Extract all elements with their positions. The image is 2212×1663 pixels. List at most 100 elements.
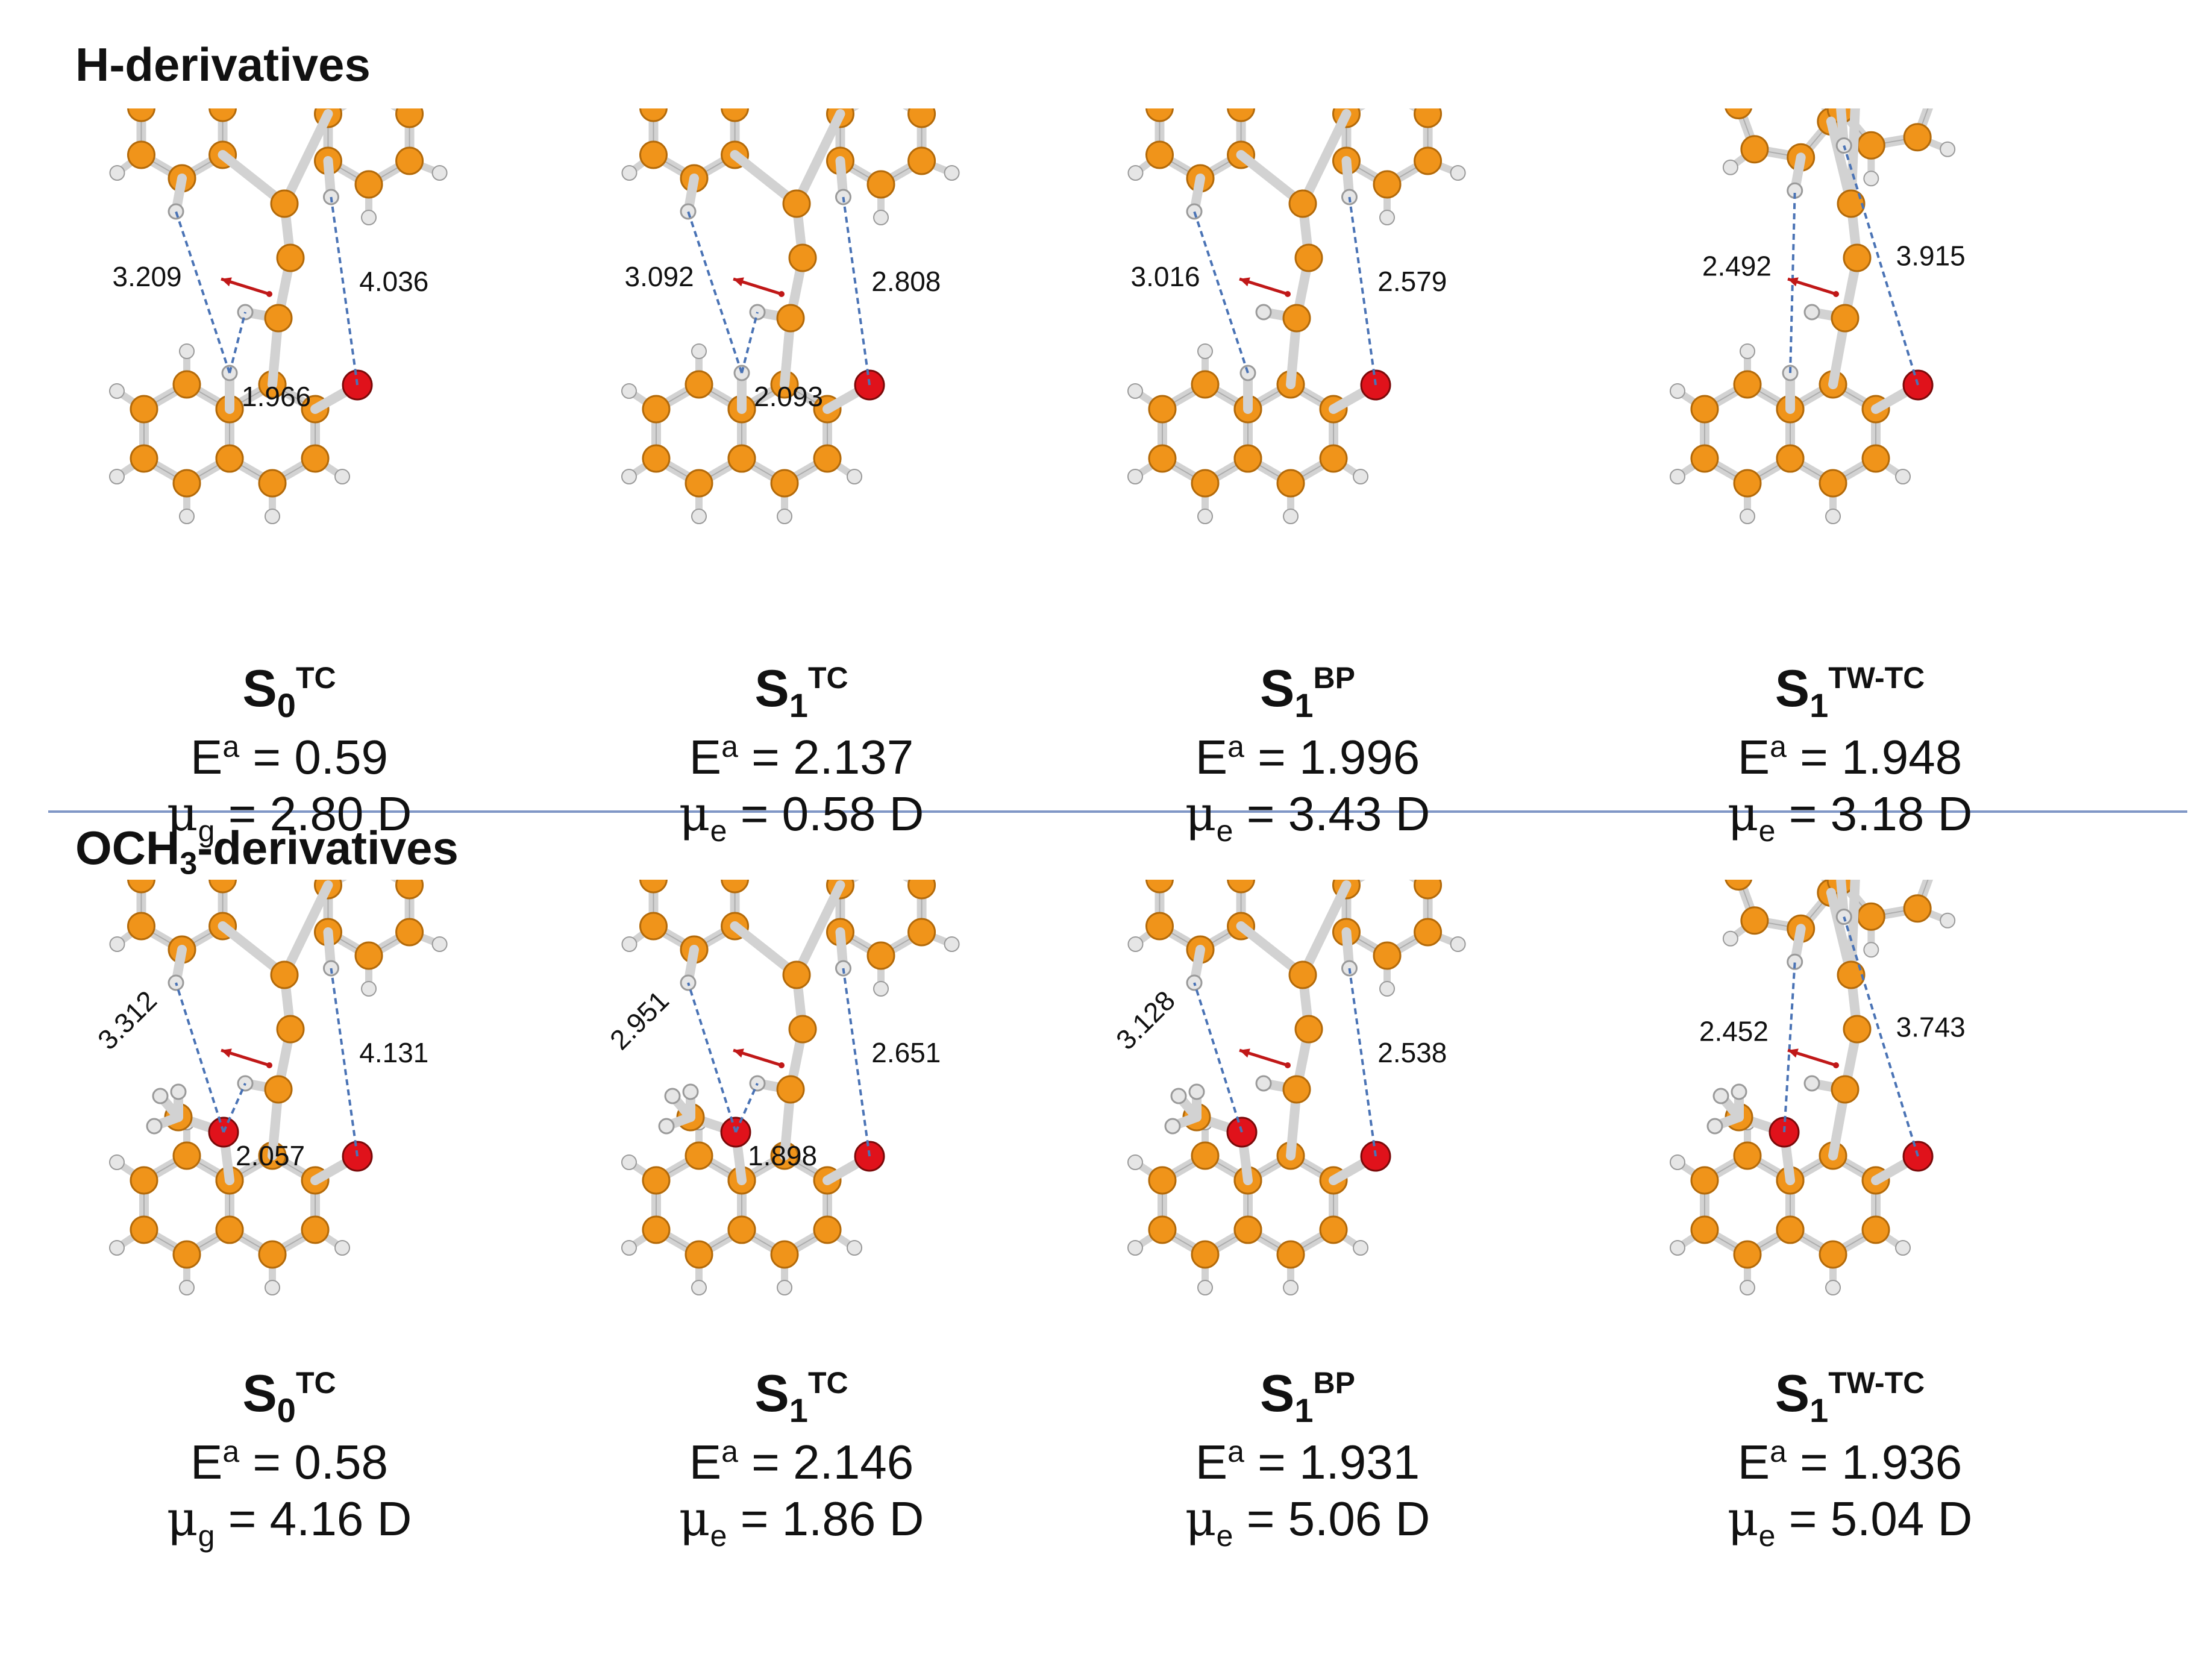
distance-label: 2.492 xyxy=(1702,251,1772,282)
dipole-part: e xyxy=(1758,814,1776,848)
state-superscript: BP xyxy=(1313,661,1355,695)
carbon-atom xyxy=(270,960,299,989)
hydrogen-atom xyxy=(152,1088,169,1104)
state-subscript: 0 xyxy=(277,1391,296,1429)
hydrogen-atom xyxy=(1255,1075,1272,1092)
energy-part: E xyxy=(190,1435,223,1489)
state-label: S1TC xyxy=(530,663,1073,723)
energy-part: a xyxy=(721,730,738,763)
hydrogen-atom xyxy=(835,960,851,977)
hydrogen-atom xyxy=(1731,1083,1747,1100)
phenyl-ring-right xyxy=(1332,108,1466,225)
carbon-atom xyxy=(1191,370,1220,399)
phenyl-ring-left xyxy=(621,108,750,193)
carbon-atom xyxy=(639,912,668,941)
section-title-h-derivatives: H-derivatives xyxy=(75,38,371,91)
energy-value: Ea = 0.58 xyxy=(18,1436,560,1486)
hydrogen-atom xyxy=(179,509,195,524)
phenyl-ring-left xyxy=(1722,880,1846,947)
energy-part: E xyxy=(190,730,223,784)
carbon-atom xyxy=(1294,1015,1323,1044)
hydrogen-atom xyxy=(1863,171,1879,187)
hydrogen-atom xyxy=(847,469,863,484)
carbon-atom xyxy=(1856,902,1885,931)
section-title-och3-derivatives: OCH3-derivatives xyxy=(75,821,459,882)
dipole-part: μ xyxy=(1185,1491,1217,1547)
hydrogen-atom xyxy=(109,936,125,952)
hydrogen-atom xyxy=(265,1280,281,1295)
carbon-atom xyxy=(788,243,817,272)
hydrogen-atom xyxy=(1835,137,1852,154)
hydrogen-atom xyxy=(691,1280,707,1295)
carbon-atom xyxy=(639,880,668,894)
title-och3-base: OCH xyxy=(75,821,180,874)
arrow-tail-dot xyxy=(779,291,785,297)
state-label: S0TC xyxy=(18,663,560,723)
hydrogen-atom xyxy=(1706,1118,1723,1135)
hydrogen-atom xyxy=(108,383,125,399)
carbon-atom xyxy=(1319,444,1348,473)
carbon-atom xyxy=(127,108,155,122)
hydrogen-atom xyxy=(146,1118,163,1135)
carbon-atom xyxy=(1414,880,1443,900)
distance-label: 2.538 xyxy=(1377,1037,1447,1068)
hbond-contact-line xyxy=(175,982,225,1133)
carbon-atom xyxy=(642,444,671,473)
energy-part: a xyxy=(721,1435,738,1468)
arrow-tail-dot xyxy=(1285,1062,1291,1068)
hydrogen-atom xyxy=(944,936,960,952)
dipole-part: μ xyxy=(166,1491,198,1547)
energy-part: a xyxy=(1770,730,1787,763)
oxygen-atom xyxy=(1226,1116,1258,1148)
carbon-atom xyxy=(1843,243,1872,272)
carbon-atom xyxy=(1148,395,1177,424)
carbon-atom xyxy=(1233,1215,1262,1244)
phenyl-ring-left xyxy=(109,108,237,193)
hydrogen-atom xyxy=(749,1075,766,1092)
phenyl-ring-left xyxy=(621,880,750,964)
hydrogen-atom xyxy=(322,189,339,205)
carbon-atom xyxy=(1373,170,1402,199)
hydrogen-atom xyxy=(1186,203,1203,220)
dipole-moment: μg = 2.80 D xyxy=(18,790,560,847)
energy-part: = 2.146 xyxy=(738,1435,914,1489)
hbond-contact-line xyxy=(1193,211,1249,374)
dipole-part: μ xyxy=(1727,1491,1759,1547)
carbon-atom xyxy=(639,108,668,122)
carbon-atom xyxy=(208,880,237,894)
phenyl-ring-left xyxy=(1722,108,1846,175)
hydrogen-atom xyxy=(1895,1240,1911,1256)
phenyl-ring-left xyxy=(109,880,237,964)
energy-value: Ea = 2.146 xyxy=(530,1436,1073,1486)
distance-label: 3.128 xyxy=(1110,985,1181,1056)
dipole-part: e xyxy=(1216,1519,1233,1553)
hydrogen-atom xyxy=(621,1154,637,1170)
hydrogen-atom xyxy=(664,1088,681,1104)
carbon-atom xyxy=(1861,444,1890,473)
carbon-atom xyxy=(1145,140,1174,169)
hydrogen-atom xyxy=(658,1118,675,1135)
carbon-atom xyxy=(208,108,237,122)
hydrogen-atom xyxy=(334,1240,351,1256)
carbon-atom xyxy=(907,880,936,900)
hydrogen-atom xyxy=(1803,1075,1820,1092)
hydrogen-atom xyxy=(691,509,707,524)
hydrogen-atom xyxy=(109,165,125,181)
carbon-atom xyxy=(907,918,936,947)
arrow-tail-dot xyxy=(779,1062,785,1068)
hydrogen-atom xyxy=(1940,912,1956,929)
hydrogen-atom xyxy=(1450,165,1466,181)
